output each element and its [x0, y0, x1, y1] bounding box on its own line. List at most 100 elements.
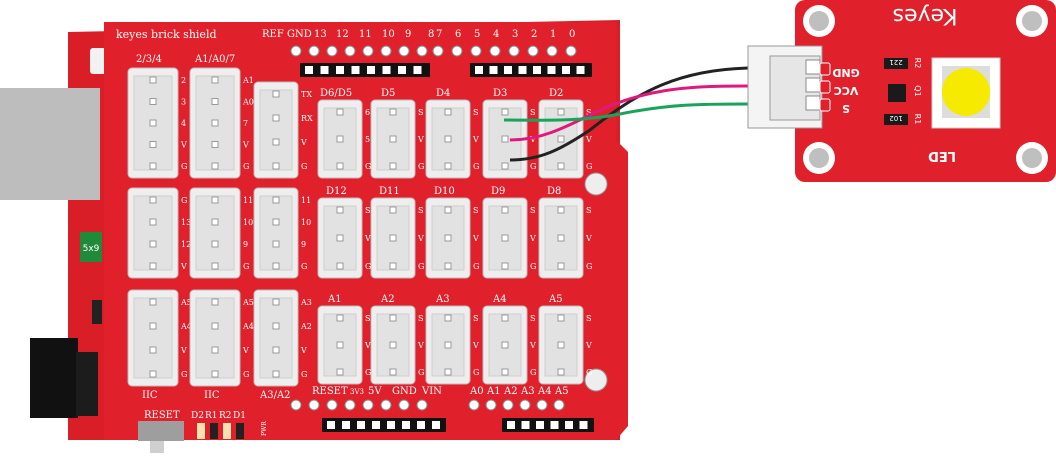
pin-label: A3 — [300, 298, 312, 307]
socket-hole — [320, 66, 329, 74]
connector-pin — [149, 76, 157, 84]
pin-label: S — [365, 314, 370, 323]
led-module: Keyes LED GND VCC S 221 R2 Q1 102 R1 — [747, 0, 1056, 182]
socket-hole — [579, 421, 588, 429]
connector-pin — [211, 346, 219, 354]
header-label: 10 — [382, 29, 395, 40]
brick-connector: SVG — [425, 197, 479, 279]
socket-hole — [562, 66, 570, 74]
pin-label: V — [180, 262, 187, 271]
header-label: A2 — [503, 386, 518, 397]
pin-label: V — [417, 234, 424, 243]
resistor-code: 221 — [889, 58, 902, 66]
header-pin — [380, 399, 392, 411]
header-pin — [308, 45, 320, 57]
indicator-led — [236, 423, 244, 439]
shield-title: keyes brick shield — [116, 28, 217, 41]
header-pin — [362, 399, 374, 411]
connector-pin — [336, 108, 344, 116]
header-label: VIN — [421, 386, 442, 397]
header-label: RESET — [312, 386, 348, 397]
pin-label: TX — [301, 90, 312, 99]
pin-label: V — [472, 234, 479, 243]
connector-pin — [211, 162, 219, 170]
socket-hole — [565, 421, 573, 429]
header-pin — [485, 399, 497, 411]
wire-green — [503, 102, 749, 122]
connector-pin — [211, 76, 219, 84]
pin-label: S — [586, 314, 591, 323]
header-socket — [322, 418, 446, 432]
connector-pin — [444, 206, 452, 214]
pin-label: V — [472, 341, 479, 350]
socket-hole — [550, 421, 559, 429]
module-title: D12 — [326, 186, 347, 197]
pin-label: G — [243, 162, 249, 171]
module-title: D5 — [381, 88, 395, 99]
pin-label: A4 — [242, 322, 254, 331]
reset-button[interactable] — [138, 421, 184, 441]
pin-label: V — [472, 135, 479, 144]
header-label: GND — [287, 29, 312, 40]
connector-pin — [389, 341, 397, 349]
pin-label: A1 — [242, 76, 254, 85]
module-brand: Keyes — [893, 3, 958, 28]
pin-label: V — [585, 234, 592, 243]
module-title: D11 — [379, 186, 400, 197]
connector-pin — [149, 370, 157, 378]
pin-label: S — [365, 206, 370, 215]
indicator-led — [223, 423, 231, 439]
connector-pin — [272, 322, 280, 330]
connector-pin — [444, 108, 452, 116]
pin-label: 3 — [181, 98, 186, 107]
pin-label: G — [181, 196, 187, 205]
pin-label: 2 — [181, 76, 186, 85]
pin-label: G — [586, 368, 592, 377]
connector-pin — [389, 314, 397, 322]
pin-label: S — [586, 108, 591, 117]
pin-label: 9 — [301, 240, 306, 249]
socket-hole — [413, 66, 422, 74]
connector-pin — [211, 298, 219, 306]
header-pin — [546, 45, 558, 57]
connector-pin — [444, 314, 452, 322]
pin-label: G — [181, 370, 187, 379]
pin-vcc-label: VCC — [834, 84, 859, 97]
pin-label: S — [586, 206, 591, 215]
pin-label: G — [365, 162, 371, 171]
connector-pin — [211, 370, 219, 378]
pin-label: 10 — [243, 218, 253, 227]
connector-pin — [501, 368, 509, 376]
socket-hole — [518, 66, 527, 74]
pin-label: G — [586, 262, 592, 271]
pin-label: G — [530, 262, 536, 271]
connector-pin — [501, 108, 509, 116]
connector-pin — [557, 206, 565, 214]
pin-label: A4 — [180, 322, 192, 331]
header-pin — [565, 45, 577, 57]
brick-connector: SVG — [370, 197, 424, 279]
connector-pin — [272, 114, 280, 122]
connector-pin — [211, 98, 219, 105]
resistor-r1 — [884, 114, 908, 125]
connector-pin — [389, 234, 397, 242]
socket-hole — [536, 421, 544, 429]
connector-pin — [389, 162, 397, 170]
header-label: 0 — [569, 29, 575, 40]
pin-label: G — [586, 162, 592, 171]
connector-pin — [211, 196, 219, 204]
pin-label: V — [242, 346, 249, 355]
pin-label: V — [242, 141, 249, 150]
brick-connector: SVG — [482, 305, 536, 385]
socket-hole — [398, 66, 406, 74]
resistor-r2 — [884, 58, 908, 69]
connector-pin — [501, 341, 509, 349]
header-label: 5 — [474, 29, 480, 40]
connector-pin — [389, 108, 397, 116]
connector-pin — [336, 368, 344, 376]
module-title: A4 — [492, 294, 507, 305]
header-label: A3 — [520, 386, 535, 397]
